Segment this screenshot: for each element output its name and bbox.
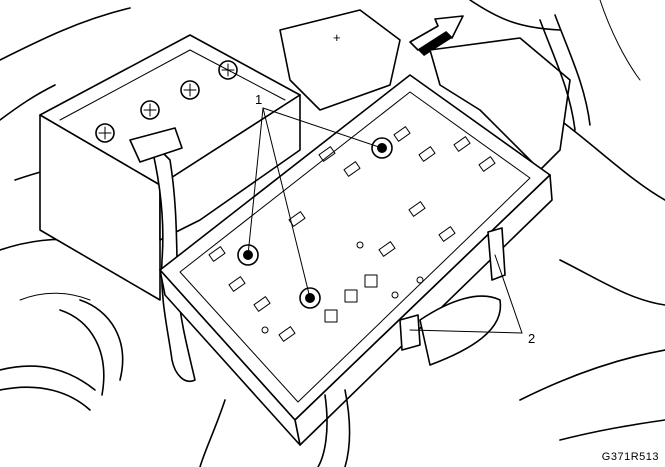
battery-polarity-symbol: + [333,30,341,45]
leader-line-clip [494,254,523,334]
battery: + [39,9,401,301]
fuse-box-clip [487,227,506,281]
relay-housing [429,37,571,171]
leader-line-bolt [262,107,311,299]
direction-arrow [409,15,464,56]
battery-vent-caps [95,60,238,143]
callout-clips: 2 [528,331,535,346]
fuse-slots [208,126,496,342]
fuse-box [159,74,553,446]
leader-line-clip [409,329,523,334]
callout-leaders [247,107,523,334]
positive-terminal-cover [279,9,401,111]
callout-bolts: 1 [255,92,262,107]
fuse-box-clip [399,314,421,351]
engine-bay-outline [0,0,665,441]
leader-line-bolt [247,107,264,256]
leader-line-bolt [262,107,383,149]
wiring-harness [0,14,591,467]
figure-code: G371R513 [601,451,659,463]
